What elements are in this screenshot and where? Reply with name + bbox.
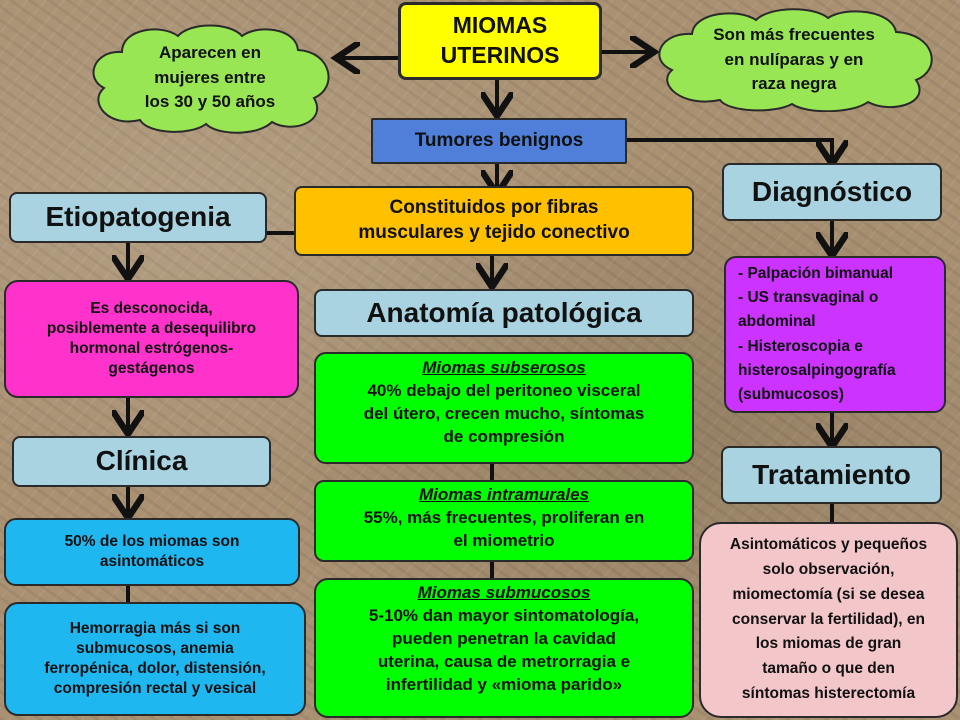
submucosos-line-1: 5-10% dan mayor sintomatología, [368, 605, 640, 625]
tumores-benignos-label: Tumores benignos [414, 129, 584, 151]
clinica-box1-line-2: asintomáticos [99, 553, 205, 570]
subserosos-line-3: de compresión [443, 426, 565, 446]
title-line-1: MIOMAS [452, 12, 548, 39]
tratamiento-line-5: los miomas de gran [755, 635, 902, 653]
cloud-left: Aparecen en mujeres entre los 30 y 50 añ… [82, 22, 338, 134]
tratamiento-line-3: miomectomía (si se desea [732, 585, 925, 603]
tratamiento-line-7: síntomas histerectomía [741, 684, 916, 702]
clinica-header: Clínica [12, 436, 271, 487]
etiopatogenia-title: Etiopatogenia [45, 201, 231, 233]
submucosos-line-2: pueden penetran la cavidad [392, 628, 616, 648]
diagnostico-line-4: - Histeroscopia e [738, 337, 863, 355]
clinica-box2-line-1: Hemorragia más si son [69, 619, 241, 637]
cloud-right-line-2: en nulíparas y en [724, 49, 864, 69]
etiopatogenia-line-2: posiblemente a desequilibro [46, 319, 257, 337]
cloud-left-line-2: mujeres entre [154, 67, 266, 87]
cloud-right: Son más frecuentes en nulíparas y en raz… [646, 8, 942, 112]
clinica-box-2: Hemorragia más si son submucosos, anemia… [4, 602, 306, 716]
subserosos-title: Miomas subserosos [422, 358, 586, 377]
anatomia-title: Anatomía patológica [366, 296, 642, 328]
etiopatogenia-body: Es desconocida, posiblemente a desequili… [4, 280, 299, 398]
subserosos-line-2: del útero, crecen mucho, síntomas [363, 403, 645, 423]
diagnostico-title: Diagnóstico [751, 175, 913, 207]
tratamiento-header: Tratamiento [721, 446, 942, 504]
intramurales-line-1: 55%, más frecuentes, proliferan en [363, 507, 645, 527]
constituidos-box: Constituidos por fibras musculares y tej… [294, 186, 694, 256]
clinica-box1-line-1: 50% de los miomas son [64, 532, 240, 550]
clinica-box2-line-3: ferropénica, dolor, distensión, [44, 660, 266, 677]
tratamiento-title: Tratamiento [752, 458, 911, 490]
intramurales-line-2: el miometrio [453, 530, 555, 550]
cloud-right-line-1: Son más frecuentes [713, 25, 875, 45]
cloud-right-line-3: raza negra [751, 74, 837, 94]
clinica-title: Clínica [95, 445, 188, 477]
intramurales-title: Miomas intramurales [418, 485, 590, 504]
clinica-box-1: 50% de los miomas son asintomáticos [4, 518, 300, 586]
title-line-2: UTERINOS [440, 42, 560, 68]
tratamiento-line-6: tamaño o que den [762, 660, 895, 678]
etiopatogenia-header: Etiopatogenia [9, 192, 267, 243]
diagnostico-line-6: (submucosos) [738, 385, 844, 403]
title-box: MIOMAS UTERINOS [398, 2, 602, 80]
submucosos-line-3: uterina, causa de metrorragia e [377, 651, 631, 671]
etiopatogenia-line-4: gestágenos [108, 360, 195, 378]
constituidos-line-2: musculares y tejido conectivo [358, 222, 630, 243]
submucosos-title: Miomas submucosos [417, 583, 591, 602]
arrow-tumores-to-diagnostico [626, 138, 832, 160]
miomas-subserosos-box: Miomas subserosos 40% debajo del periton… [314, 352, 694, 464]
constituidos-line-1: Constituidos por fibras [389, 197, 599, 219]
tratamiento-line-1: Asintomáticos y pequeños [729, 536, 928, 554]
diagnostico-line-5: histerosalpingografía [738, 361, 896, 379]
tratamiento-body: Asintomáticos y pequeños solo observació… [699, 522, 958, 718]
cloud-left-line-1: Aparecen en [158, 43, 262, 63]
submucosos-line-4: infertilidad y «mioma parido» [385, 674, 623, 694]
anatomia-header: Anatomía patológica [314, 289, 694, 337]
tumores-benignos-box: Tumores benignos [371, 118, 627, 164]
diagnostico-line-1: - Palpación bimanual [738, 265, 894, 283]
etiopatogenia-line-1: Es desconocida, [90, 299, 213, 317]
miomas-submucosos-box: Miomas submucosos 5-10% dan mayor sintom… [314, 578, 694, 718]
clinica-box2-line-4: compresión rectal y vesical [53, 680, 257, 698]
subserosos-line-1: 40% debajo del peritoneo visceral [367, 380, 641, 400]
etiopatogenia-line-3: hormonal estrógenos- [69, 340, 234, 357]
cloud-shape [92, 24, 330, 134]
diagnostico-header: Diagnóstico [722, 163, 942, 221]
cloud-left-line-3: los 30 y 50 años [144, 92, 276, 112]
diagnostico-body: - Palpación bimanual - US transvaginal o… [724, 256, 946, 413]
diagnostico-line-2: - US transvaginal o [738, 289, 879, 307]
tratamiento-line-4: conservar la fertilidad), en [732, 610, 925, 628]
cloud-shape [658, 8, 933, 112]
diagnostico-line-3: abdominal [738, 313, 816, 331]
tratamiento-line-2: solo observación, [762, 561, 895, 578]
clinica-box2-line-2: submucosos, anemia [76, 639, 234, 657]
miomas-intramurales-box: Miomas intramurales 55%, más frecuentes,… [314, 480, 694, 562]
